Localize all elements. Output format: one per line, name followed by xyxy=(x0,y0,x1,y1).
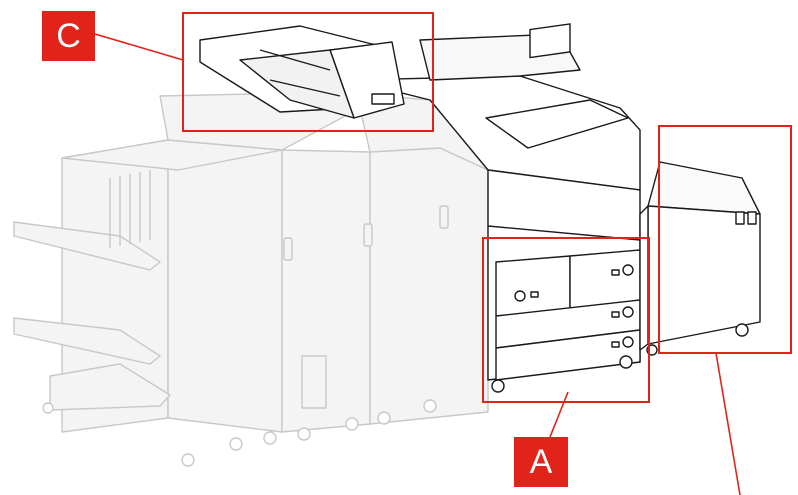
touch-screen xyxy=(529,23,571,59)
finisher-front xyxy=(167,139,283,433)
leader-a xyxy=(549,391,569,438)
paper-deck-side xyxy=(639,205,649,351)
paper-drawer-4 xyxy=(495,329,641,381)
callout-label-a: A xyxy=(529,443,553,481)
paper-deck xyxy=(639,161,761,356)
callout-badge-c xyxy=(42,11,95,61)
buffer-unit xyxy=(369,147,489,425)
finisher-tray-lower xyxy=(13,317,161,365)
control-panel xyxy=(485,99,629,149)
paper-deck-front xyxy=(647,205,761,345)
callout-frame-deck xyxy=(658,125,792,354)
callout-frame-c xyxy=(182,12,434,132)
finisher-ghost xyxy=(13,91,489,467)
paper-deck-top xyxy=(647,161,761,215)
callout-leaders xyxy=(94,33,741,495)
printer-main xyxy=(349,23,641,393)
callout-label-c: C xyxy=(56,17,81,55)
document-feeder xyxy=(199,25,405,119)
callout-frames xyxy=(182,12,792,403)
paper-drawer-1 xyxy=(495,255,571,317)
feeder-output xyxy=(239,49,355,119)
callout-frame-a xyxy=(482,237,650,403)
leader-c xyxy=(94,33,184,61)
leader-deck xyxy=(715,352,741,495)
callout-badge-a xyxy=(514,437,568,487)
finisher-tray-upper xyxy=(13,221,161,271)
